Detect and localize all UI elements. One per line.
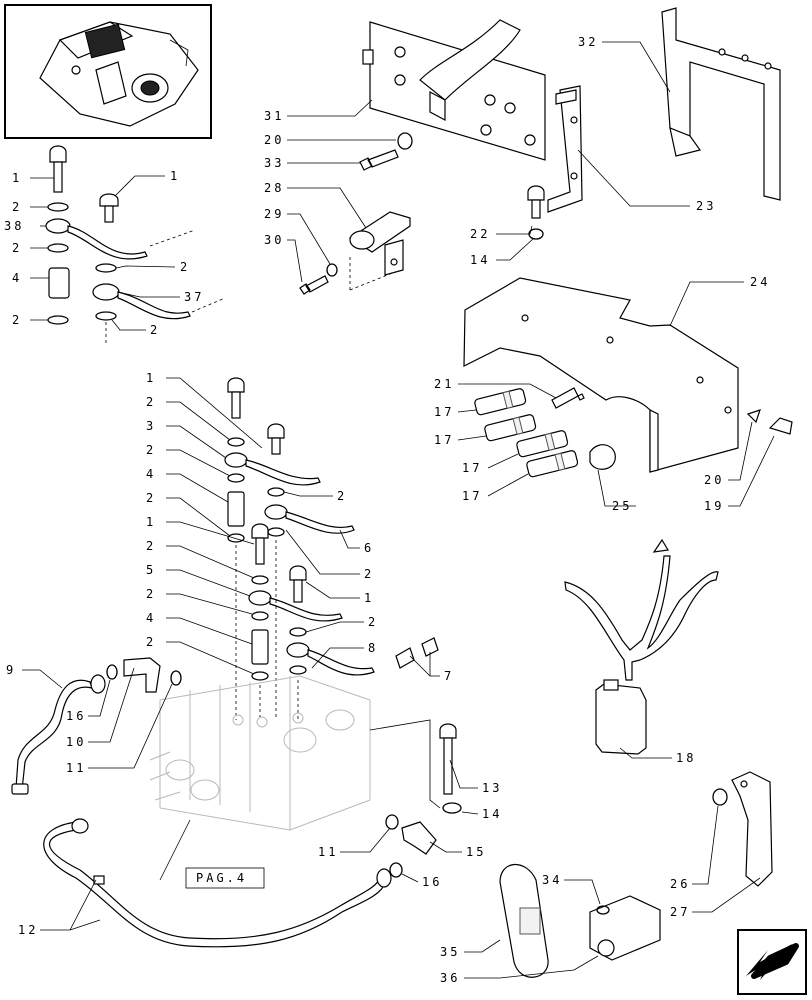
callout-5: 5 [146, 563, 156, 577]
callout-23: 23 [696, 199, 716, 213]
callout-38: 38 [4, 219, 24, 233]
callout-2: 2 [146, 395, 156, 409]
callout-12: 12 [18, 923, 38, 937]
next-page-arrow-icon[interactable] [737, 929, 807, 995]
callout-2: 2 [150, 323, 160, 337]
callout-1: 1 [146, 515, 156, 529]
callout-2: 2 [337, 489, 347, 503]
clamp-28 [299, 211, 411, 295]
callout-3: 3 [146, 419, 156, 433]
callout-2: 2 [12, 241, 22, 255]
callout-1: 1 [364, 591, 374, 605]
callout-24: 24 [750, 275, 770, 289]
callout-7: 7 [444, 669, 454, 683]
callout-11: 11 [66, 761, 86, 775]
callout-34: 34 [542, 873, 562, 887]
callout-19: 19 [704, 499, 724, 513]
reservoir-18 [564, 538, 719, 755]
callout-14: 14 [482, 807, 502, 821]
callout-29: 29 [264, 207, 284, 221]
callout-32: 32 [578, 35, 598, 49]
callout-33: 33 [264, 156, 284, 170]
callout-22: 22 [470, 227, 490, 241]
leader-lines [22, 41, 775, 979]
banjo-stack-middle [224, 377, 343, 720]
callout-20: 20 [704, 473, 724, 487]
bracket-31 [362, 19, 546, 161]
callout-17: 17 [462, 461, 482, 475]
callout-labels: 1 2 38 2 4 2 1 2 37 2 31 20 33 28 29 30 … [4, 35, 770, 985]
callout-26: 26 [670, 877, 690, 891]
callout-2: 2 [180, 260, 190, 274]
callout-4: 4 [12, 271, 22, 285]
page-reference-box[interactable]: PAG.4 [159, 819, 265, 889]
callout-16: 16 [422, 875, 442, 889]
callout-13: 13 [482, 781, 502, 795]
quick-couplers-17 [474, 388, 579, 478]
callout-2: 2 [364, 567, 374, 581]
callout-2: 2 [12, 200, 22, 214]
callout-17: 17 [434, 433, 454, 447]
hand-pump [499, 863, 661, 978]
callout-11: 11 [318, 845, 338, 859]
callout-2: 2 [146, 635, 156, 649]
callout-6: 6 [364, 541, 374, 555]
callout-37: 37 [184, 290, 204, 304]
banjo-stack-middle-right [264, 423, 439, 720]
callout-2: 2 [12, 313, 22, 327]
callout-21: 21 [434, 377, 454, 391]
callout-8: 8 [368, 641, 378, 655]
callout-17: 17 [462, 489, 482, 503]
callout-1: 1 [170, 169, 180, 183]
callout-2: 2 [146, 587, 156, 601]
callout-25: 25 [612, 499, 632, 513]
callout-17: 17 [434, 405, 454, 419]
callout-9: 9 [6, 663, 16, 677]
callout-4: 4 [146, 467, 156, 481]
callout-4: 4 [146, 611, 156, 625]
callout-28: 28 [264, 181, 284, 195]
bracket-32 [661, 7, 781, 201]
callout-36: 36 [440, 971, 460, 985]
callout-15: 15 [466, 845, 486, 859]
callout-31: 31 [264, 109, 284, 123]
callout-2: 2 [146, 443, 156, 457]
callout-35: 35 [440, 945, 460, 959]
callout-16: 16 [66, 709, 86, 723]
callout-10: 10 [66, 735, 86, 749]
callout-18: 18 [676, 751, 696, 765]
callout-2: 2 [368, 615, 378, 629]
cover-24 [463, 277, 739, 473]
thumbnail-inset [4, 4, 212, 139]
callout-30: 30 [264, 233, 284, 247]
callout-2: 2 [146, 539, 156, 553]
banjo-assembly-top-left [45, 145, 226, 345]
bracket-23 [527, 85, 583, 240]
callout-2: 2 [146, 491, 156, 505]
valve-block [149, 675, 371, 831]
page-reference-text: PAG.4 [196, 871, 247, 885]
callout-14: 14 [470, 253, 490, 267]
callout-27: 27 [670, 905, 690, 919]
callout-1: 1 [12, 171, 22, 185]
callout-20: 20 [264, 133, 284, 147]
callout-1: 1 [146, 371, 156, 385]
